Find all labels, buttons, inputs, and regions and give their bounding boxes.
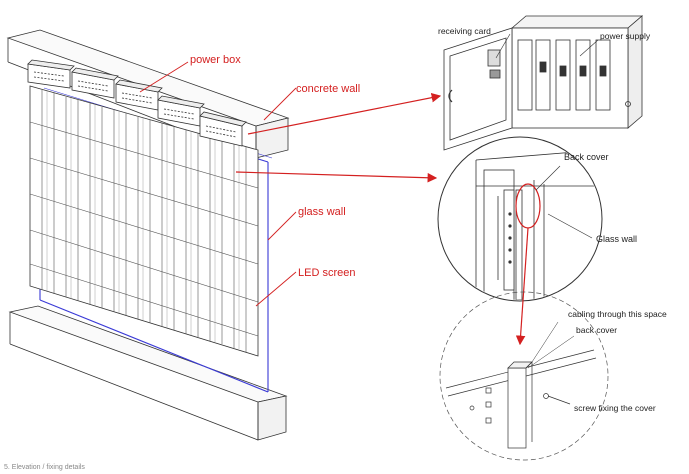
arrow-to-power-box-detail bbox=[247, 92, 442, 135]
power-box-2 bbox=[71, 67, 119, 99]
cabling-detail bbox=[439, 291, 609, 461]
arrow-to-back-cover-detail bbox=[235, 171, 438, 183]
back-cover-label: Back cover bbox=[564, 152, 609, 162]
receiving-card-label: receiving card bbox=[438, 26, 491, 36]
arrow-to-cabling-detail bbox=[515, 227, 529, 346]
figure-caption: 5. Elevation / fixing details bbox=[4, 464, 85, 471]
left-callouts: power box concrete wall glass wall LED s… bbox=[139, 54, 442, 307]
power-box-1 bbox=[27, 59, 75, 89]
glass-wall-leader bbox=[267, 211, 297, 241]
cabling-label: cabling through this space bbox=[568, 309, 667, 319]
concrete-wall-top bbox=[6, 29, 290, 159]
led-screen-panels bbox=[29, 85, 259, 357]
wall-assembly bbox=[6, 29, 290, 441]
power-box-detail bbox=[443, 15, 644, 151]
power-supply-label: power supply bbox=[600, 31, 651, 41]
power-boxes bbox=[27, 59, 247, 147]
power-box-5 bbox=[199, 111, 247, 147]
led-screen-leader bbox=[255, 271, 297, 307]
screw-fixing-label: screw fixing the cover bbox=[574, 403, 656, 413]
power-box-label: power box bbox=[190, 54, 241, 66]
concrete-wall-leader bbox=[263, 87, 297, 121]
power-box-leader bbox=[139, 61, 189, 93]
led-screen-label: LED screen bbox=[298, 267, 355, 279]
power-box-4 bbox=[157, 95, 205, 127]
back-cover-detail bbox=[437, 136, 603, 302]
concrete-wall-label: concrete wall bbox=[296, 83, 360, 95]
back-cover-lower-label: back cover bbox=[576, 325, 617, 335]
concrete-wall-bottom bbox=[8, 305, 288, 441]
glass-wall-detail-label: Glass wall bbox=[596, 234, 637, 244]
glass-wall-label: glass wall bbox=[298, 206, 346, 218]
